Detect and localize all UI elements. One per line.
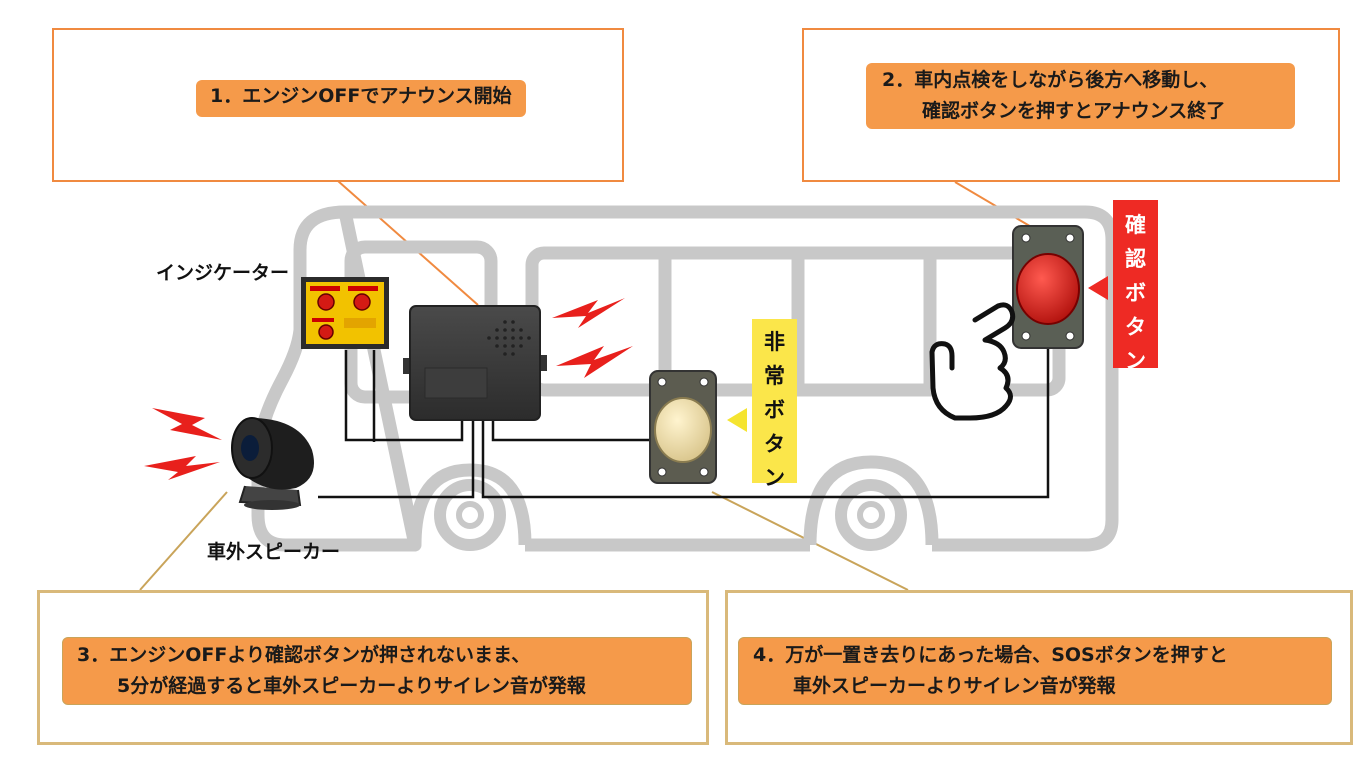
step3-line2: 5分が経過すると車外スピーカーよりサイレン音が発報 bbox=[117, 675, 586, 697]
hand-pointing-icon bbox=[929, 302, 1016, 421]
emergency-pointer-icon bbox=[727, 408, 747, 432]
confirm-label-char: ン bbox=[1125, 349, 1146, 373]
confirm-button bbox=[1012, 225, 1084, 349]
step3-pill: 3．エンジンOFFより確認ボタンが押されないまま、 5分が経過すると車外スピーカ… bbox=[62, 637, 692, 705]
step2-line2: 確認ボタンを押すとアナウンス終了 bbox=[922, 100, 1226, 122]
emergency-label-char: ン bbox=[764, 466, 785, 490]
connector-line-3 bbox=[139, 491, 228, 591]
emergency-button bbox=[649, 370, 717, 484]
confirm-pointer-icon bbox=[1088, 276, 1108, 300]
indicator-label: インジケーター bbox=[156, 262, 290, 284]
step4-line2: 車外スピーカーよりサイレン音が発報 bbox=[793, 675, 1116, 697]
confirm-label-char: ボ bbox=[1125, 281, 1146, 305]
emergency-label-char: タ bbox=[764, 432, 785, 456]
step4-pill: 4．万が一置き去りにあった場合、SOSボタンを押すと 車外スピーカーよりサイレン… bbox=[738, 637, 1332, 705]
emergency-button-label: 非 常 ボ タ ン bbox=[752, 319, 797, 490]
confirm-button-label: 確 認 ボ タ ン bbox=[1113, 200, 1158, 373]
step1-pill: 1．エンジンOFFでアナウンス開始 bbox=[196, 80, 526, 117]
emergency-label-char: ボ bbox=[764, 398, 785, 422]
step2-pill: 2．車内点検をしながら後方へ移動し、 確認ボタンを押すとアナウンス終了 bbox=[866, 63, 1295, 129]
lightning-icon bbox=[144, 298, 633, 480]
confirm-label-char: 認 bbox=[1125, 247, 1146, 271]
wiring bbox=[318, 345, 1050, 499]
speaker bbox=[231, 417, 314, 510]
bus-wheels bbox=[434, 479, 907, 551]
step1-text: 1．エンジンOFFでアナウンス開始 bbox=[210, 85, 512, 107]
confirm-label-char: 確 bbox=[1125, 213, 1146, 237]
indicator-panel bbox=[301, 277, 389, 349]
speaker-label: 車外スピーカー bbox=[207, 541, 341, 563]
step2-line1: 2．車内点検をしながら後方へ移動し、 bbox=[882, 69, 1219, 91]
controller-box bbox=[403, 305, 547, 421]
emergency-label-char: 非 bbox=[764, 330, 785, 354]
emergency-label-char: 常 bbox=[764, 364, 785, 388]
step3-line1: 3．エンジンOFFより確認ボタンが押されないまま、 bbox=[77, 644, 531, 666]
step4-line1: 4．万が一置き去りにあった場合、SOSボタンを押すと bbox=[753, 644, 1228, 666]
confirm-label-char: タ bbox=[1125, 315, 1146, 339]
